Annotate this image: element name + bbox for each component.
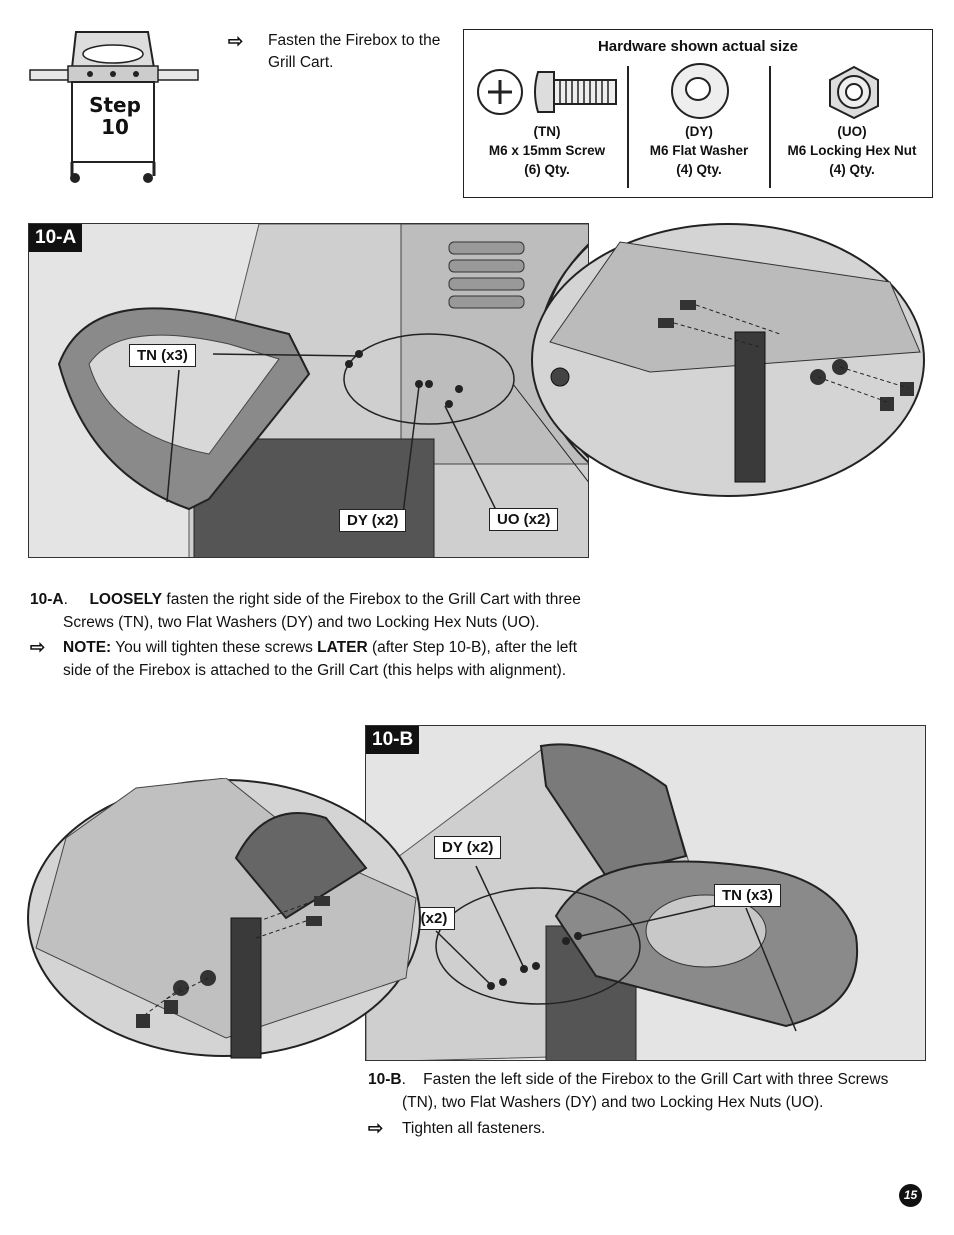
callout-tn-x3: TN (x3) <box>129 344 196 367</box>
figure-10b: 10-B DY (x2) UO (x2) TN (x3) <box>365 725 926 1061</box>
instruction-10a: 10-A. LOOSELY fasten the right side of t… <box>30 591 581 631</box>
callout-uo-x2: UO (x2) <box>489 508 559 531</box>
hardware-item-dy: (DY) M6 Flat Washer (4) Qty. <box>649 124 749 177</box>
callout-tn-x3: TN (x3) <box>714 884 781 907</box>
hardware-item-uo: (UO) M6 Locking Hex Nut (4) Qty. <box>787 124 917 177</box>
hardware-title: Hardware shown actual size <box>597 38 799 55</box>
arrow-icon: ⇨ <box>30 637 46 657</box>
figure-10a: 10-A TN (x3) DY (x2) UO (x2) <box>28 223 589 558</box>
arrow-icon: ⇨ <box>228 31 244 51</box>
grill-step-illustration <box>29 31 199 183</box>
hardware-item-tn: (TN) M6 x 15mm Screw (6) Qty. <box>488 124 606 177</box>
screw-icon <box>477 69 617 115</box>
hex-nut-icon <box>829 65 879 120</box>
divider <box>627 66 629 188</box>
arrow-icon: ⇨ <box>368 1118 384 1138</box>
callout-dy-x2: DY (x2) <box>434 836 502 859</box>
washer-icon <box>671 63 729 119</box>
header-instruction: Fasten the Firebox to the Grill Cart. <box>268 32 441 71</box>
figure-10a-label: 10-A <box>29 224 83 252</box>
bullet-tighten: Tighten all fasteners. <box>402 1120 546 1137</box>
page-number: 15 <box>899 1184 922 1207</box>
divider <box>769 66 771 188</box>
step-badge: Step 10 <box>88 94 142 138</box>
figure-10b-detail-circle <box>27 778 421 1059</box>
hardware-box: Hardware shown actual size (TN) M6 x 15m… <box>463 29 933 198</box>
step-number: 10 <box>101 115 129 139</box>
figure-10a-detail-circle <box>531 223 925 497</box>
instruction-10b: 10-B. Fasten the left side of the Firebo… <box>368 1071 889 1111</box>
callout-dy-x2: DY (x2) <box>339 509 407 532</box>
note-10a: NOTE: You will tighten these screws LATE… <box>63 639 578 679</box>
figure-10b-illustration <box>366 726 925 1060</box>
step-word: Step <box>89 93 141 117</box>
figure-10b-label: 10-B <box>366 726 420 754</box>
